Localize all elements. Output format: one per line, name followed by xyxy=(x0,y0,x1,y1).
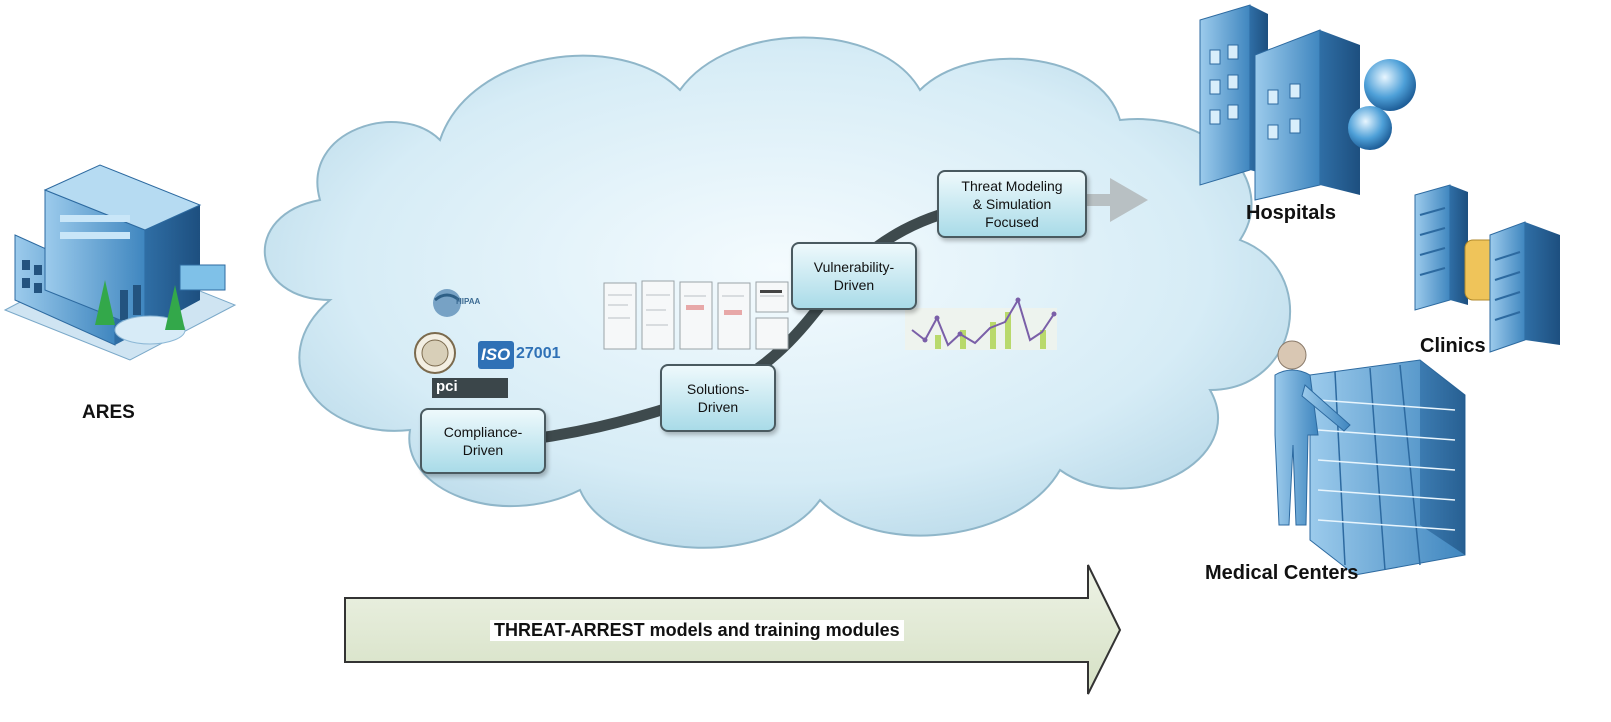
stage-solutions-driven: Solutions- Driven xyxy=(660,364,776,432)
bottom-arrow-label: THREAT-ARREST models and training module… xyxy=(490,620,904,641)
medical-centers-label: Medical Centers xyxy=(1205,562,1359,584)
iso-27001-logo xyxy=(478,341,514,369)
stage-threat-modeling-focused: Threat Modeling & Simulation Focused xyxy=(937,170,1087,238)
government-seal-logo xyxy=(414,332,456,374)
iso-logo-mark: ISO xyxy=(481,345,511,364)
iso-logo-number: 27001 xyxy=(516,345,561,362)
stage-compliance-driven: Compliance- Driven xyxy=(420,408,546,474)
ares-building-icon xyxy=(3,164,237,361)
clinics-label: Clinics xyxy=(1420,335,1486,357)
clinics-icon xyxy=(1414,184,1560,353)
hipaa-logo xyxy=(433,289,461,317)
pci-logo xyxy=(432,378,508,398)
mini-line-chart xyxy=(905,297,1057,350)
hospitals-label: Hospitals xyxy=(1246,202,1337,224)
hipaa-logo-text: HIPAA xyxy=(456,297,481,306)
stage-vulnerability-driven: Vulnerability- Driven xyxy=(791,242,917,310)
document-thumbnails xyxy=(603,280,789,350)
pci-logo-text: pci xyxy=(436,378,458,395)
medical-centers-icon xyxy=(1274,340,1466,576)
path-arrowhead xyxy=(1110,178,1148,222)
ares-label: ARES xyxy=(82,402,135,423)
hospitals-icon xyxy=(1199,4,1416,201)
